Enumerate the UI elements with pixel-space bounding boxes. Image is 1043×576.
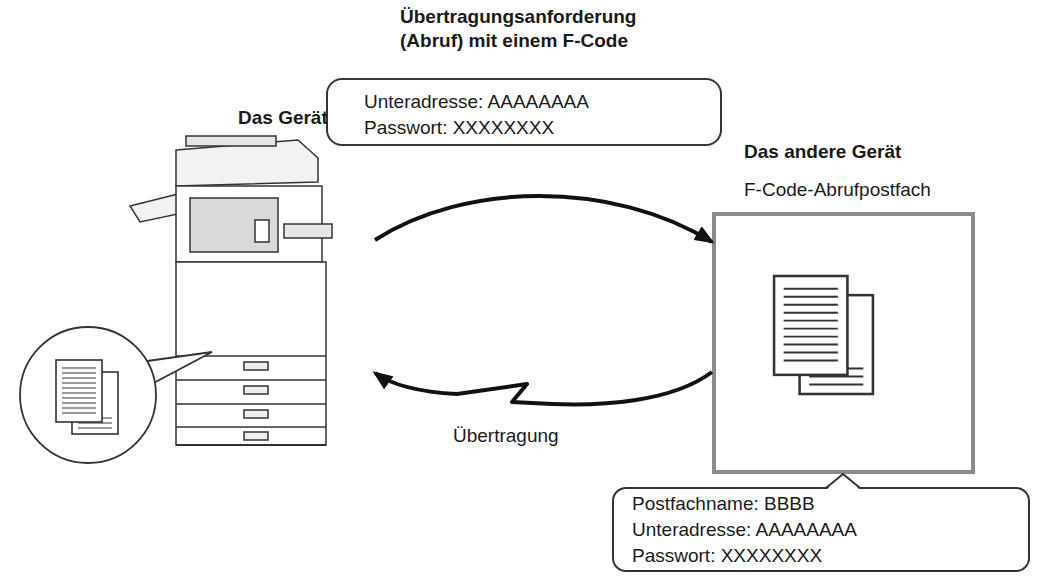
password: Passwort: XXXXXXXX <box>364 116 704 140</box>
mailbox-callout: Postfachname: BBBBUnteradresse: AAAAAAAA… <box>612 487 1030 572</box>
polling-mailbox: Das andere GerätF-Code-Abrufpostfach <box>712 212 975 474</box>
callout-tail <box>826 474 860 490</box>
password: Passwort: XXXXXXXX <box>632 544 1012 568</box>
request-box: Übertragungsanforderung (Abruf) mit eine… <box>326 78 722 146</box>
device-heading: Das Gerät <box>238 106 398 130</box>
mailbox-name: Postfachname: BBBB <box>632 492 1012 516</box>
printer-illustration <box>130 136 332 445</box>
document-callout <box>20 327 212 463</box>
sub-address: Unteradresse: AAAAAAAA <box>364 90 704 114</box>
this-device: Das Gerät <box>130 135 375 445</box>
mailbox-heading: F-Code-Abrufpostfach <box>744 178 1004 202</box>
edge-label: Übertragung <box>453 424 653 448</box>
sub-address: Unteradresse: AAAAAAAA <box>632 518 1012 542</box>
request-heading: Übertragungsanforderung (Abruf) mit eine… <box>400 5 690 53</box>
mailbox-documents <box>774 276 873 394</box>
transmission-arrow <box>375 372 712 404</box>
device-heading: Das andere Gerät <box>744 140 1004 164</box>
request-arrow <box>375 196 712 242</box>
